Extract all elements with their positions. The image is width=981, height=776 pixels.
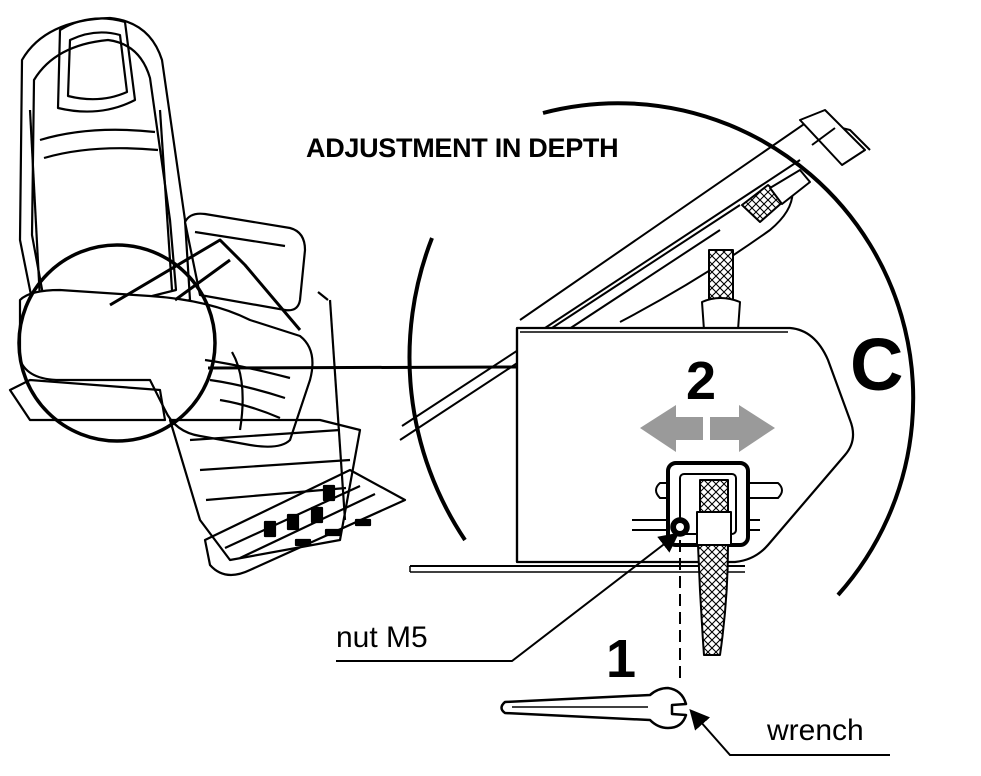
magnifier-callout xyxy=(17,243,518,443)
diagram-title: ADJUSTMENT IN DEPTH xyxy=(306,133,619,163)
step-number-1: 1 xyxy=(606,629,637,689)
detail-label: C xyxy=(850,323,904,406)
detail-c-illustration xyxy=(399,101,916,730)
step-number-2: 2 xyxy=(686,351,717,411)
seat-illustration xyxy=(8,16,407,577)
adjust-direction-arrow xyxy=(640,405,775,452)
wrench-callout-label: wrench xyxy=(767,714,864,747)
nut-callout-label: nut M5 xyxy=(336,621,428,654)
callout-leaders xyxy=(336,532,890,756)
